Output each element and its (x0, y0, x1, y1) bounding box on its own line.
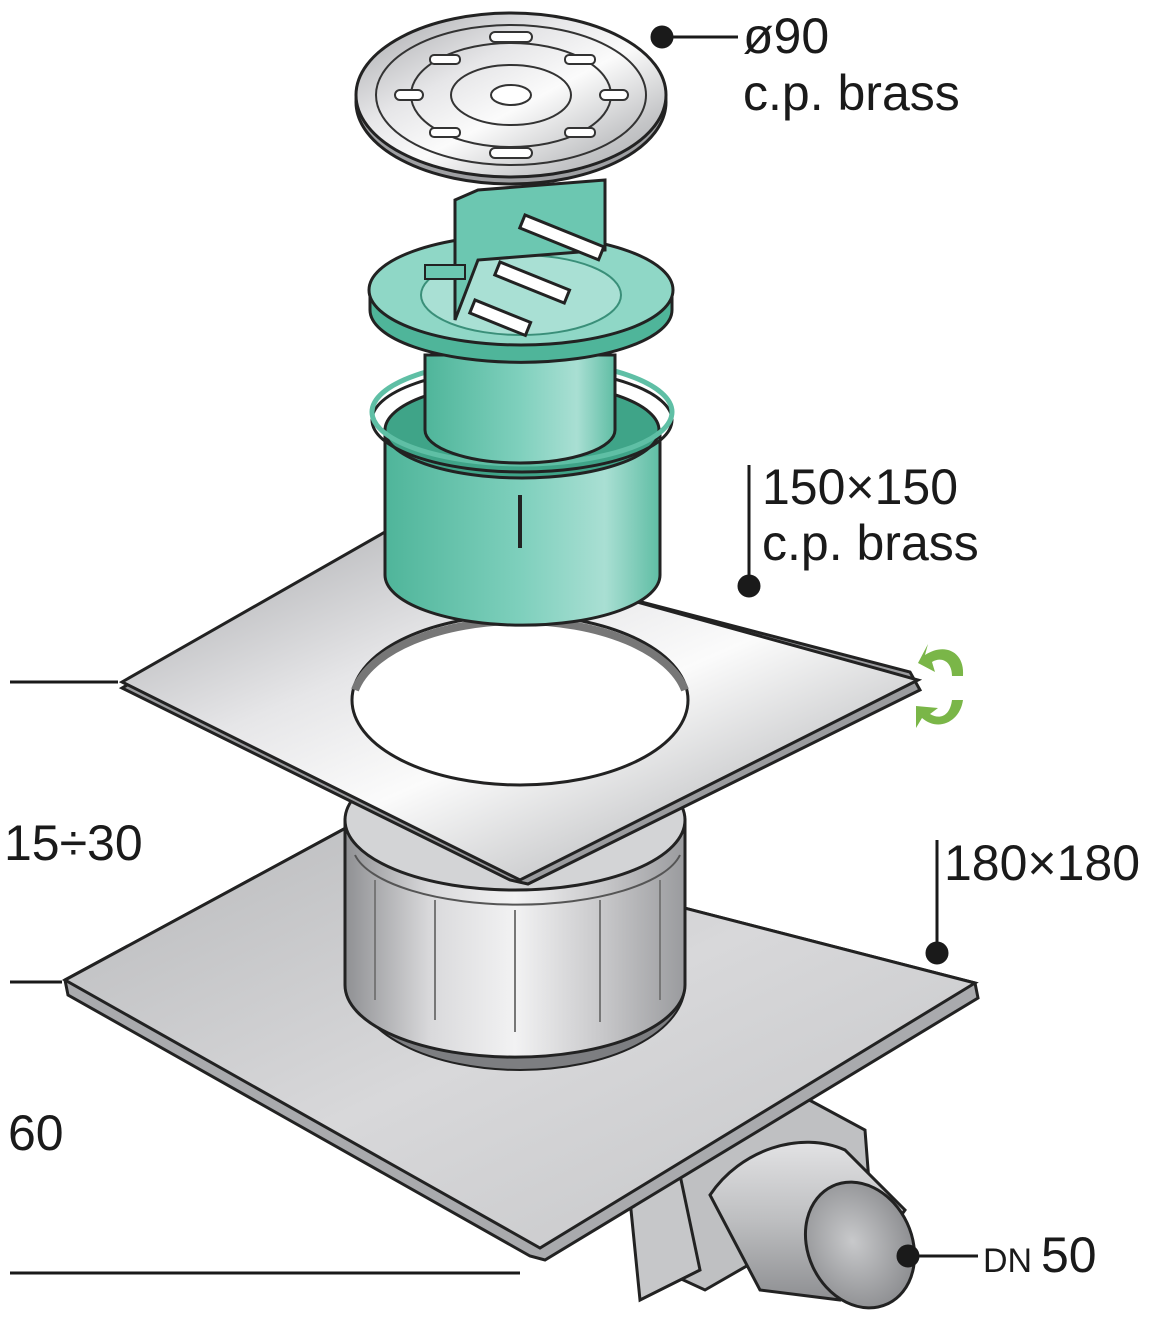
outlet-dn-prefix: DN (983, 1242, 1032, 1280)
base-size-label: 180×180 (944, 835, 1140, 891)
outlet-dn-value: 50 (1041, 1227, 1097, 1283)
grate-slots (394, 31, 629, 159)
frame-material-label: c.p. brass (762, 515, 979, 571)
height-adjust-label: 15÷30 (4, 815, 143, 871)
rotate-arrows-icon (916, 644, 964, 728)
body-height-label: 60 (8, 1105, 64, 1161)
siphon-body (369, 353, 675, 627)
outlet-pipe (628, 1093, 917, 1310)
frame-size-label: 150×150 (762, 459, 958, 515)
grate-diameter-label: ø90 (743, 8, 829, 64)
grate (354, 11, 668, 186)
grate-material-label: c.p. brass (743, 65, 960, 121)
outlet-cap (803, 1180, 917, 1310)
odour-trap (367, 178, 675, 364)
leaders (10, 25, 978, 1275)
frame-plate (118, 530, 923, 886)
